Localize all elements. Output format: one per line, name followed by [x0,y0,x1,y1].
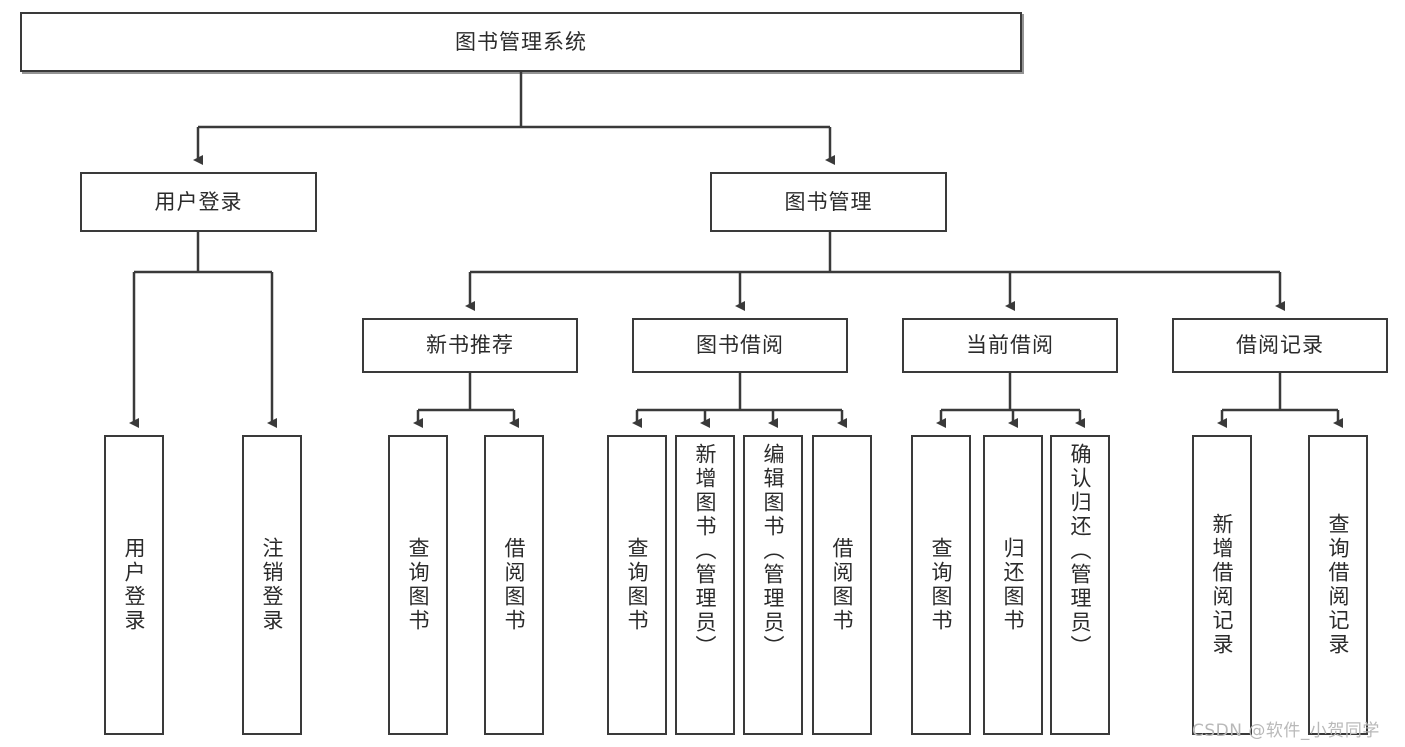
node-leaf-return-book[interactable]: 归还图书 [983,435,1043,735]
node-user-login-label: 用户登录 [154,189,243,214]
node-root-label: 图书管理系统 [455,29,587,54]
node-new-book-recommend-label: 新书推荐 [426,333,514,358]
node-book-borrow-label: 图书借阅 [696,333,784,358]
node-leaf-user-logout-label: 注销登录 [260,537,285,633]
node-borrow-record[interactable]: 借阅记录 [1172,318,1388,373]
node-leaf-query-borrow-record[interactable]: 查询借阅记录 [1308,435,1368,735]
node-leaf-query-book-2[interactable]: 查询图书 [607,435,667,735]
node-leaf-borrow-book-1-label: 借阅图书 [502,537,527,633]
node-current-borrow[interactable]: 当前借阅 [902,318,1118,373]
node-leaf-add-borrow-record-label: 新增借阅记录 [1210,513,1235,657]
node-leaf-edit-book-admin-label: 编辑图书（管理员） [761,443,786,659]
node-leaf-query-borrow-record-label: 查询借阅记录 [1326,513,1351,657]
node-new-book-recommend[interactable]: 新书推荐 [362,318,578,373]
node-leaf-return-book-label: 归还图书 [1001,537,1026,633]
node-user-login[interactable]: 用户登录 [80,172,317,232]
node-leaf-add-book-admin[interactable]: 新增图书（管理员） [675,435,735,735]
node-leaf-add-borrow-record[interactable]: 新增借阅记录 [1192,435,1252,735]
node-book-manage-label: 图书管理 [784,189,873,214]
node-book-manage[interactable]: 图书管理 [710,172,947,232]
node-leaf-add-book-admin-label: 新增图书（管理员） [693,443,718,659]
node-leaf-user-login[interactable]: 用户登录 [104,435,164,735]
node-leaf-user-logout[interactable]: 注销登录 [242,435,302,735]
node-leaf-edit-book-admin[interactable]: 编辑图书（管理员） [743,435,803,735]
node-leaf-query-book-1-label: 查询图书 [406,537,431,633]
node-leaf-query-book-3-label: 查询图书 [929,537,954,633]
node-leaf-borrow-book-1[interactable]: 借阅图书 [484,435,544,735]
node-current-borrow-label: 当前借阅 [966,333,1054,358]
node-root[interactable]: 图书管理系统 [20,12,1022,72]
node-leaf-borrow-book-2[interactable]: 借阅图书 [812,435,872,735]
node-leaf-user-login-label: 用户登录 [122,537,147,633]
node-leaf-query-book-1[interactable]: 查询图书 [388,435,448,735]
node-borrow-record-label: 借阅记录 [1236,333,1324,358]
node-leaf-query-book-2-label: 查询图书 [625,537,650,633]
node-book-borrow[interactable]: 图书借阅 [632,318,848,373]
node-leaf-borrow-book-2-label: 借阅图书 [830,537,855,633]
node-leaf-query-book-3[interactable]: 查询图书 [911,435,971,735]
node-leaf-confirm-return-admin-label: 确认归还（管理员） [1068,443,1093,659]
node-leaf-confirm-return-admin[interactable]: 确认归还（管理员） [1050,435,1110,735]
